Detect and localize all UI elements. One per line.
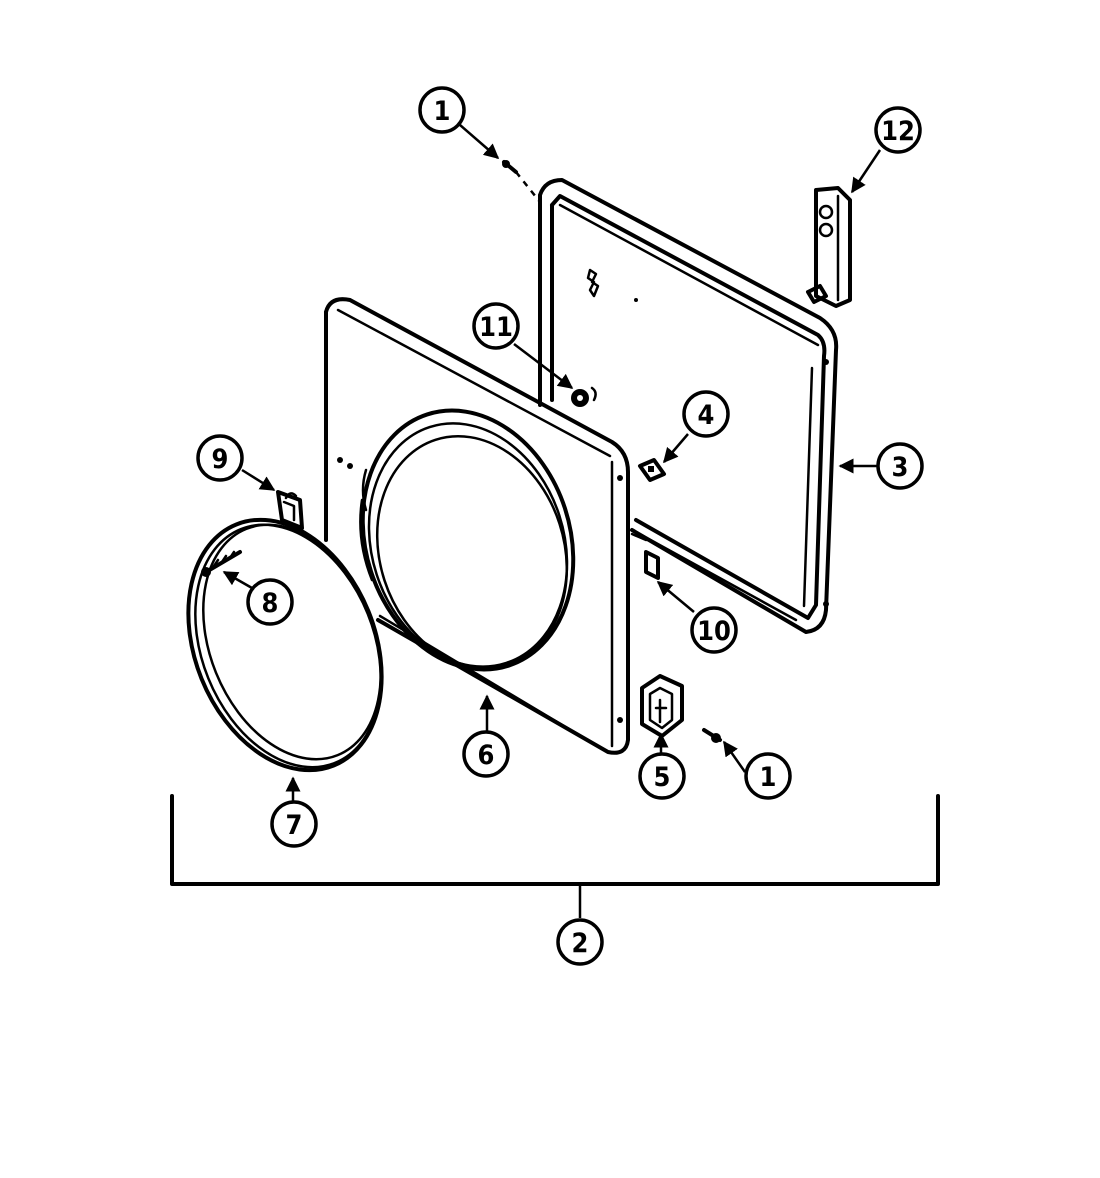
door-ring-part-7: [186, 517, 384, 773]
callout-label: 6: [478, 740, 495, 771]
callout-label: 1: [760, 762, 777, 793]
callout-label: 2: [572, 928, 589, 959]
hinge-block-part-5: [640, 674, 684, 738]
nut-part-11: [571, 386, 597, 407]
callout-label: 11: [479, 312, 513, 343]
clip-part-4: [638, 458, 666, 482]
front-panel-part-6: [324, 297, 630, 755]
leader-lines: [222, 124, 882, 802]
callout-label: 3: [892, 452, 909, 483]
callout-7: 7: [270, 800, 318, 848]
callout-6: 6: [462, 730, 510, 778]
callout-5: 5: [638, 752, 686, 800]
callout-2: 2: [556, 918, 604, 966]
callout-1-top: 1: [418, 86, 466, 134]
callout-label: 12: [881, 116, 915, 147]
callout-label: 4: [698, 400, 715, 431]
callout-label: 1: [434, 96, 451, 127]
assembly-bracket: [170, 794, 940, 918]
callout-label: 10: [697, 616, 731, 647]
rear-panel-part-3: [538, 178, 839, 634]
hinge-part-12: [806, 186, 852, 308]
callout-3: 3: [876, 442, 924, 490]
callout-10: 10: [690, 606, 738, 654]
callout-label: 5: [654, 762, 671, 793]
callout-label: 8: [262, 588, 279, 619]
callout-8: 8: [246, 578, 294, 626]
callout-12: 12: [874, 106, 922, 154]
screw-part-1-top: [502, 160, 541, 203]
callout-4: 4: [682, 390, 730, 438]
callout-11: 11: [472, 302, 520, 350]
bracket-part-10: [630, 532, 660, 580]
screw-part-8: [201, 550, 242, 577]
clip-part-9: [276, 490, 304, 530]
callout-label: 9: [212, 444, 229, 475]
callout-1-bottom: 1: [744, 752, 792, 800]
callout-9: 9: [196, 434, 244, 482]
callout-label: 7: [286, 810, 303, 841]
screw-part-1-right: [702, 728, 722, 743]
